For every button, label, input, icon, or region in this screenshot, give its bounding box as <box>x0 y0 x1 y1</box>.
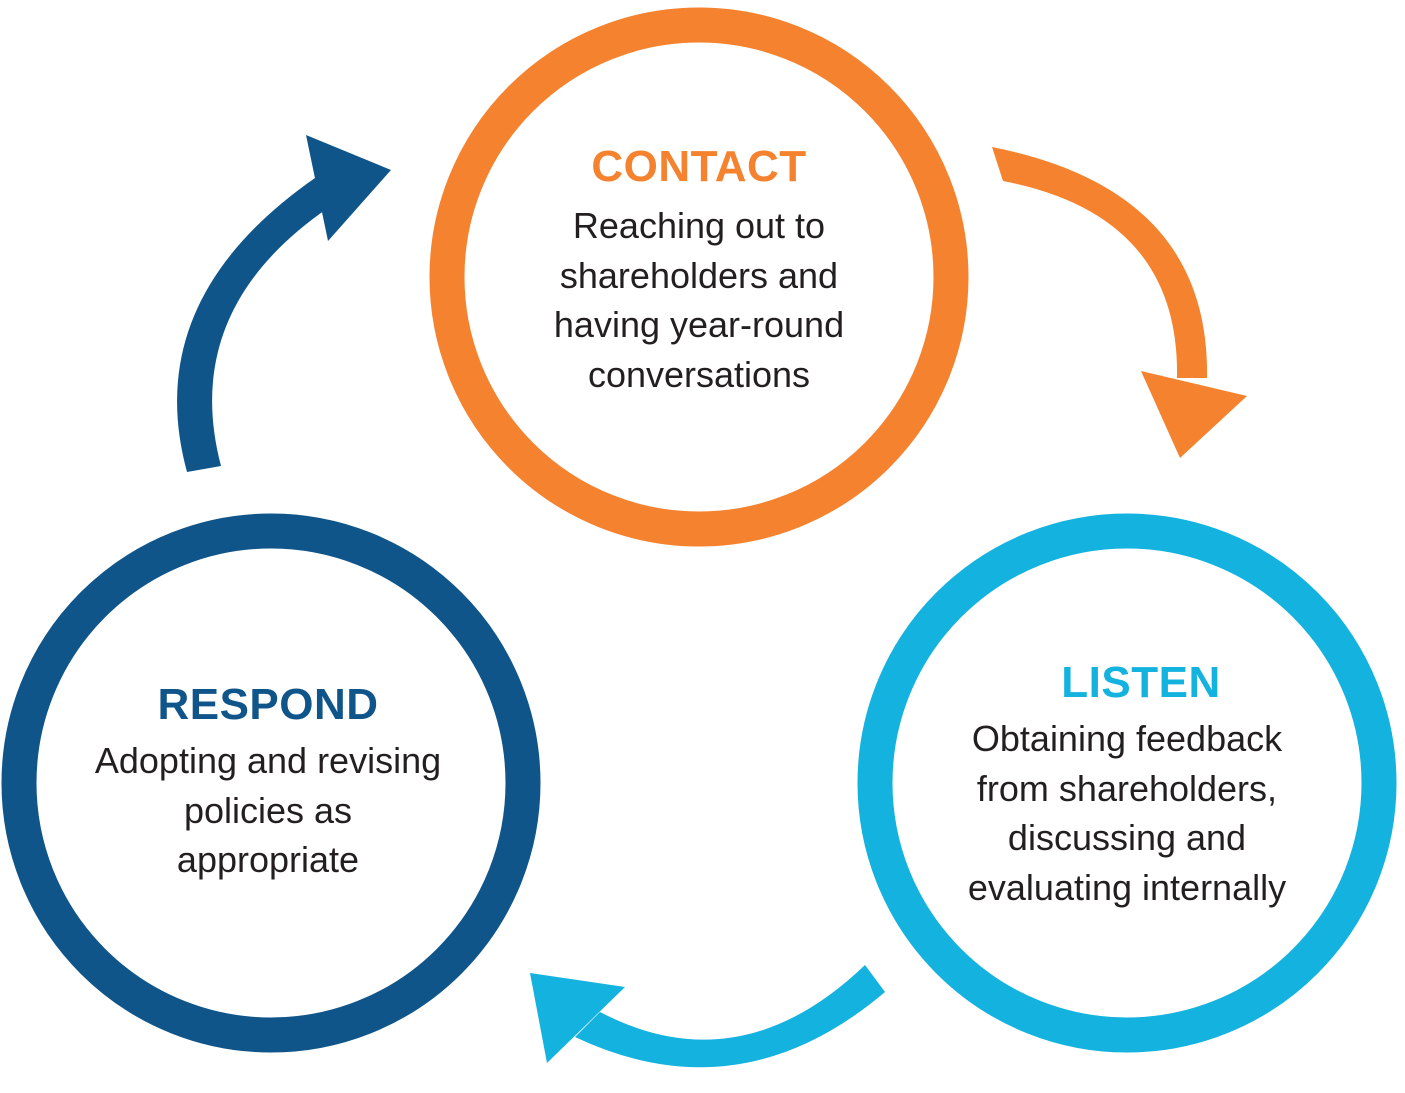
listen-title: LISTEN <box>1061 658 1221 707</box>
respond-description: Adopting and revising policies as approp… <box>38 736 498 885</box>
description-line: Reaching out to <box>572 205 826 246</box>
description-line: shareholders and <box>559 254 839 296</box>
respond-title: RESPOND <box>157 680 379 729</box>
description-line: Adopting and revising <box>94 740 442 781</box>
contact-description: Reaching out to shareholders and having … <box>469 201 929 399</box>
curved-arrow-left-icon <box>530 965 885 1068</box>
arrow-shaft <box>177 178 328 472</box>
curved-arrow-clockwise-down-icon <box>992 147 1247 458</box>
listen-stage: LISTEN Obtaining feedback from sharehold… <box>897 658 1357 912</box>
description-line: from shareholders, <box>976 767 1278 809</box>
arrow-shaft <box>575 965 885 1068</box>
respond-circle <box>1 513 541 1053</box>
respond-stage: RESPOND Adopting and revising policies a… <box>38 680 498 885</box>
contact-stage: CONTACT Reaching out to shareholders and… <box>469 142 929 399</box>
description-line: having year-round <box>553 304 845 345</box>
description-line: policies as <box>183 789 353 831</box>
description-line: conversations <box>587 353 811 395</box>
contact-circle <box>429 7 969 547</box>
listen-circle <box>857 513 1397 1053</box>
contact-title: CONTACT <box>591 142 807 191</box>
arrow-head <box>306 135 391 241</box>
description-line: appropriate <box>176 839 360 880</box>
description-line: discussing and <box>1007 817 1247 858</box>
arrow-head <box>530 973 625 1063</box>
description-line: evaluating internally <box>967 866 1287 908</box>
arrow-shaft <box>992 147 1208 378</box>
description-line: Obtaining feedback <box>971 718 1283 759</box>
curved-arrow-up-right-icon <box>177 135 391 472</box>
listen-description: Obtaining feedback from shareholders, di… <box>897 714 1357 912</box>
arrow-head <box>1141 371 1247 458</box>
